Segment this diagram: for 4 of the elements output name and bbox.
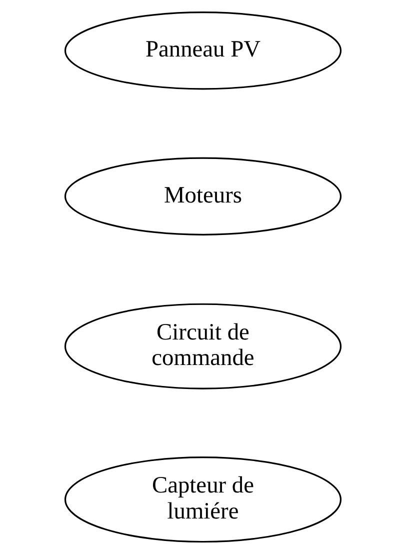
node-ellipse: Circuit de commande [64, 303, 342, 390]
node-ellipse: Moteurs [64, 157, 342, 236]
node-ellipse: Panneau PV [64, 12, 342, 90]
node-ellipse: Capteur de lumiére [64, 456, 342, 543]
